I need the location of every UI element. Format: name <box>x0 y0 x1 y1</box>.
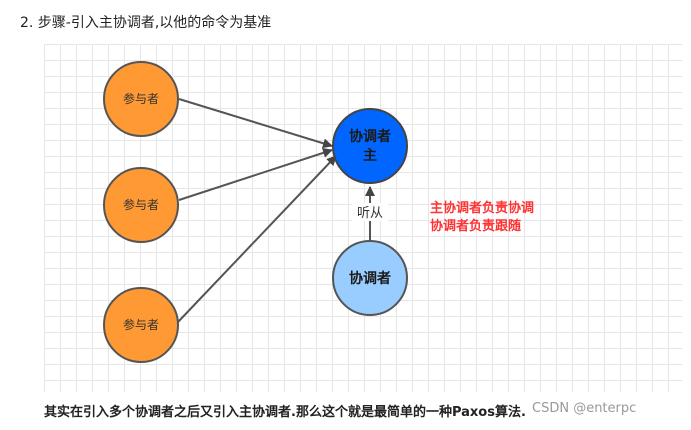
caption-text: 其实在引入多个协调者之后又引入主协调者.那么这个就是最简单的一种Paxos算法. <box>44 405 526 420</box>
watermark: CSDN @enterpc <box>532 401 637 416</box>
participant-node-1 <box>103 61 179 137</box>
main-coordinator-label-line2: 主 <box>363 147 377 164</box>
section-heading: 2. 步骤-引入主协调者,以他的命令为基准 <box>20 15 272 31</box>
main-coordinator-label-line1: 协调者 <box>349 128 391 145</box>
annotation-line-2: 协调者负责跟随 <box>430 218 521 234</box>
participant-node-2 <box>103 167 179 243</box>
main-coordinator-node <box>332 108 408 184</box>
participant-label-3: 参与者 <box>123 317 159 332</box>
edge-participant-2-to-main <box>178 148 333 201</box>
coordinator-node <box>332 240 408 316</box>
participant-node-3 <box>103 287 179 363</box>
edge-participant-3-to-main <box>177 155 337 323</box>
participant-label-1: 参与者 <box>123 91 159 106</box>
edge-label-listen: 听从 <box>357 206 383 221</box>
annotation-line-1: 主协调者负责协调 <box>430 200 534 216</box>
edge-label-background <box>352 203 388 221</box>
edge-participant-1-to-main <box>178 98 333 149</box>
participant-label-2: 参与者 <box>123 197 159 212</box>
coordinator-label: 协调者 <box>349 270 391 287</box>
